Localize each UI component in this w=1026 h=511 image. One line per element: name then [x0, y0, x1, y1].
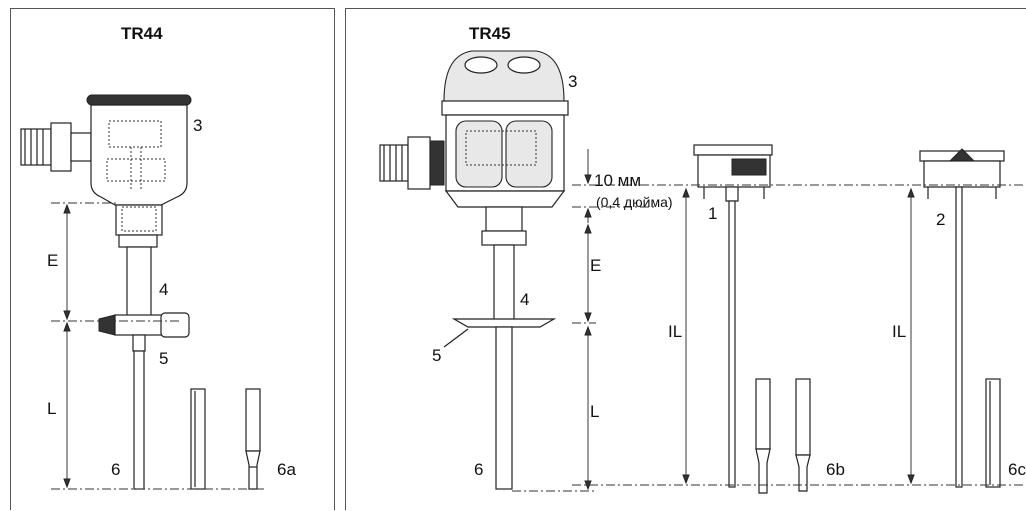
- tr44-process-connection: [98, 312, 190, 352]
- label-dim-il-2: IL: [892, 322, 906, 341]
- label-tr45-probe: 6: [474, 460, 483, 479]
- tr45-panel: TR45: [345, 8, 1026, 510]
- tr44-neck: [115, 204, 163, 320]
- tr45-drawing: TR45: [379, 24, 1026, 494]
- tr44-tip-variant-full: [190, 388, 206, 490]
- label-tr45-neck: 4: [520, 290, 529, 309]
- tr45-neck: [481, 206, 527, 324]
- tr45-clamp-connection: [451, 318, 557, 490]
- tr45-tip-variant-6b: [755, 378, 811, 494]
- label-dim-l: L: [47, 399, 56, 418]
- tr45-title: TR45: [469, 24, 511, 43]
- label-dim-il-1: IL: [668, 322, 682, 341]
- label-tip-6c: 6c: [1008, 460, 1026, 479]
- label-tip-reduced: 6a: [277, 460, 296, 479]
- tr44-housing: [86, 94, 192, 206]
- tr45-tip-variant-6c: [985, 378, 1001, 488]
- label-tr45-dim-l: L: [590, 402, 599, 421]
- label-insert-1: 1: [708, 204, 717, 223]
- label-tr45-housing: 3: [568, 72, 577, 91]
- tr44-probe: [133, 350, 145, 490]
- label-dim-e: E: [47, 251, 58, 270]
- label-neck: 4: [159, 280, 168, 299]
- insert-2: [919, 148, 1005, 488]
- label-tip-6b: 6b: [826, 460, 845, 479]
- label-tr45-connection: 5: [432, 346, 441, 365]
- label-offset-in: (0,4 дюйма): [596, 194, 673, 210]
- insert-1: [693, 144, 773, 488]
- label-tr45-dim-e: E: [590, 256, 601, 275]
- tr44-title: TR44: [121, 24, 163, 43]
- label-insert-2: 2: [936, 210, 945, 229]
- tr44-drawing: TR44: [20, 24, 296, 490]
- label-offset-mm: 10 мм: [594, 171, 641, 190]
- label-probe: 6: [111, 460, 120, 479]
- tr44-tip-variant-reduced: [245, 388, 261, 490]
- label-connection: 5: [159, 349, 168, 368]
- tr45-housing: [441, 50, 569, 208]
- cable-gland: [20, 122, 92, 172]
- tr44-panel: TR44: [10, 8, 335, 510]
- cable-gland-tr45: [379, 136, 445, 190]
- label-housing: 3: [193, 116, 202, 135]
